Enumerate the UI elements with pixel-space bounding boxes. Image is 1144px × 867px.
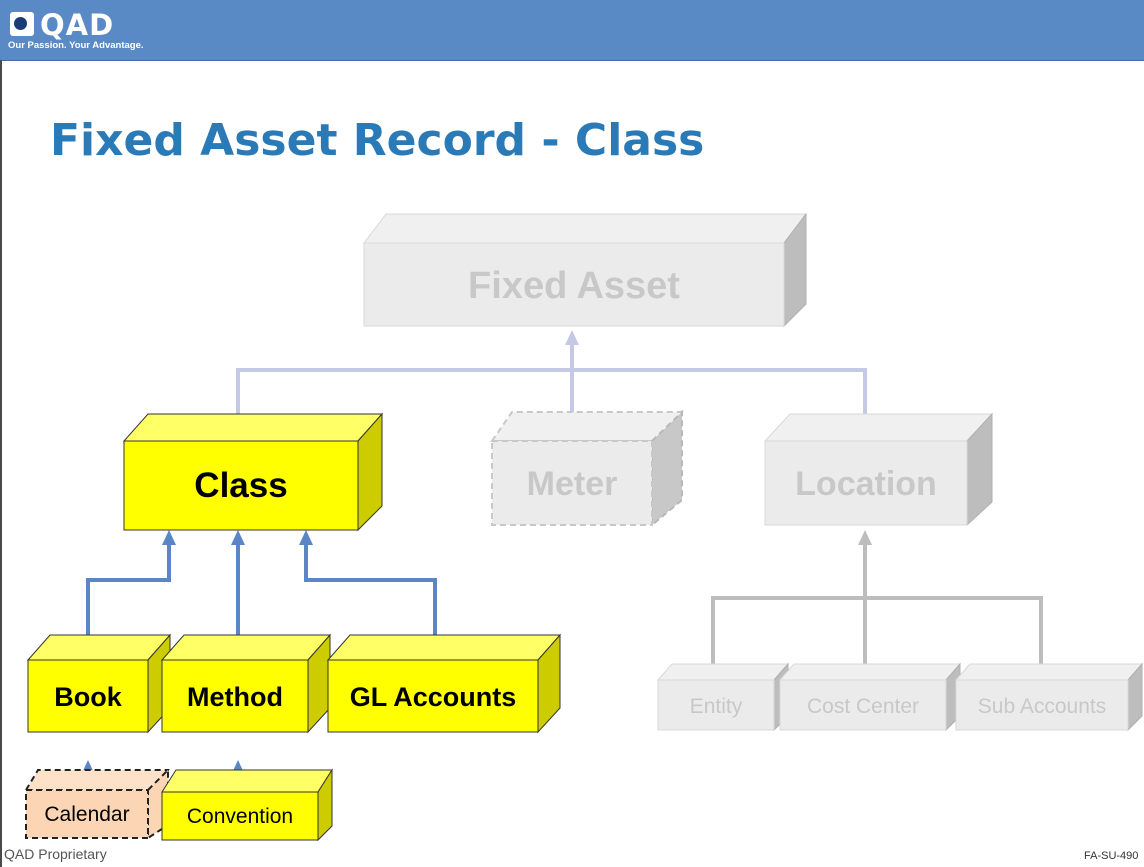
node-cost-center-label: Cost Center bbox=[807, 695, 919, 718]
slide-title: Fixed Asset Record - Class bbox=[50, 115, 705, 166]
node-convention-label: Convention bbox=[187, 805, 293, 828]
node-entity-label: Entity bbox=[690, 695, 743, 718]
slide-frame-left bbox=[0, 60, 2, 867]
node-sub-accounts: Sub Accounts bbox=[954, 662, 1144, 732]
node-calendar-label: Calendar bbox=[44, 803, 129, 826]
node-location-label: Location bbox=[795, 465, 937, 503]
header-bar: QAD Our Passion. Your Advantage. bbox=[0, 0, 1144, 61]
logo-tagline: Our Passion. Your Advantage. bbox=[8, 40, 144, 51]
qad-logo-icon bbox=[10, 12, 34, 36]
node-meter: Meter bbox=[490, 409, 684, 528]
node-book-label: Book bbox=[54, 682, 122, 712]
footer-proprietary: QAD Proprietary bbox=[4, 846, 107, 862]
node-convention: Convention bbox=[161, 768, 333, 842]
node-fixed-asset: Fixed Asset bbox=[362, 212, 808, 328]
node-entity: Entity bbox=[656, 662, 790, 732]
node-class: Class bbox=[122, 412, 384, 532]
node-fixed-asset-label: Fixed Asset bbox=[468, 265, 680, 307]
node-class-label: Class bbox=[194, 466, 287, 505]
node-method-label: Method bbox=[187, 682, 283, 712]
node-book: Book bbox=[26, 633, 172, 734]
qad-logo: QAD Our Passion. Your Advantage. bbox=[8, 10, 208, 56]
node-gl-accounts: GL Accounts bbox=[326, 633, 562, 734]
node-method: Method bbox=[160, 633, 332, 734]
node-sub-accounts-label: Sub Accounts bbox=[978, 695, 1106, 718]
node-calendar: Calendar bbox=[24, 767, 170, 840]
footer-slide-code: FA-SU-490 bbox=[1084, 850, 1139, 862]
node-location: Location bbox=[763, 412, 994, 527]
node-meter-label: Meter bbox=[527, 465, 618, 503]
logo-text: QAD bbox=[40, 8, 115, 42]
location-connectors bbox=[711, 530, 1043, 680]
node-gl-accounts-label: GL Accounts bbox=[350, 682, 517, 712]
node-cost-center: Cost Center bbox=[778, 662, 962, 732]
